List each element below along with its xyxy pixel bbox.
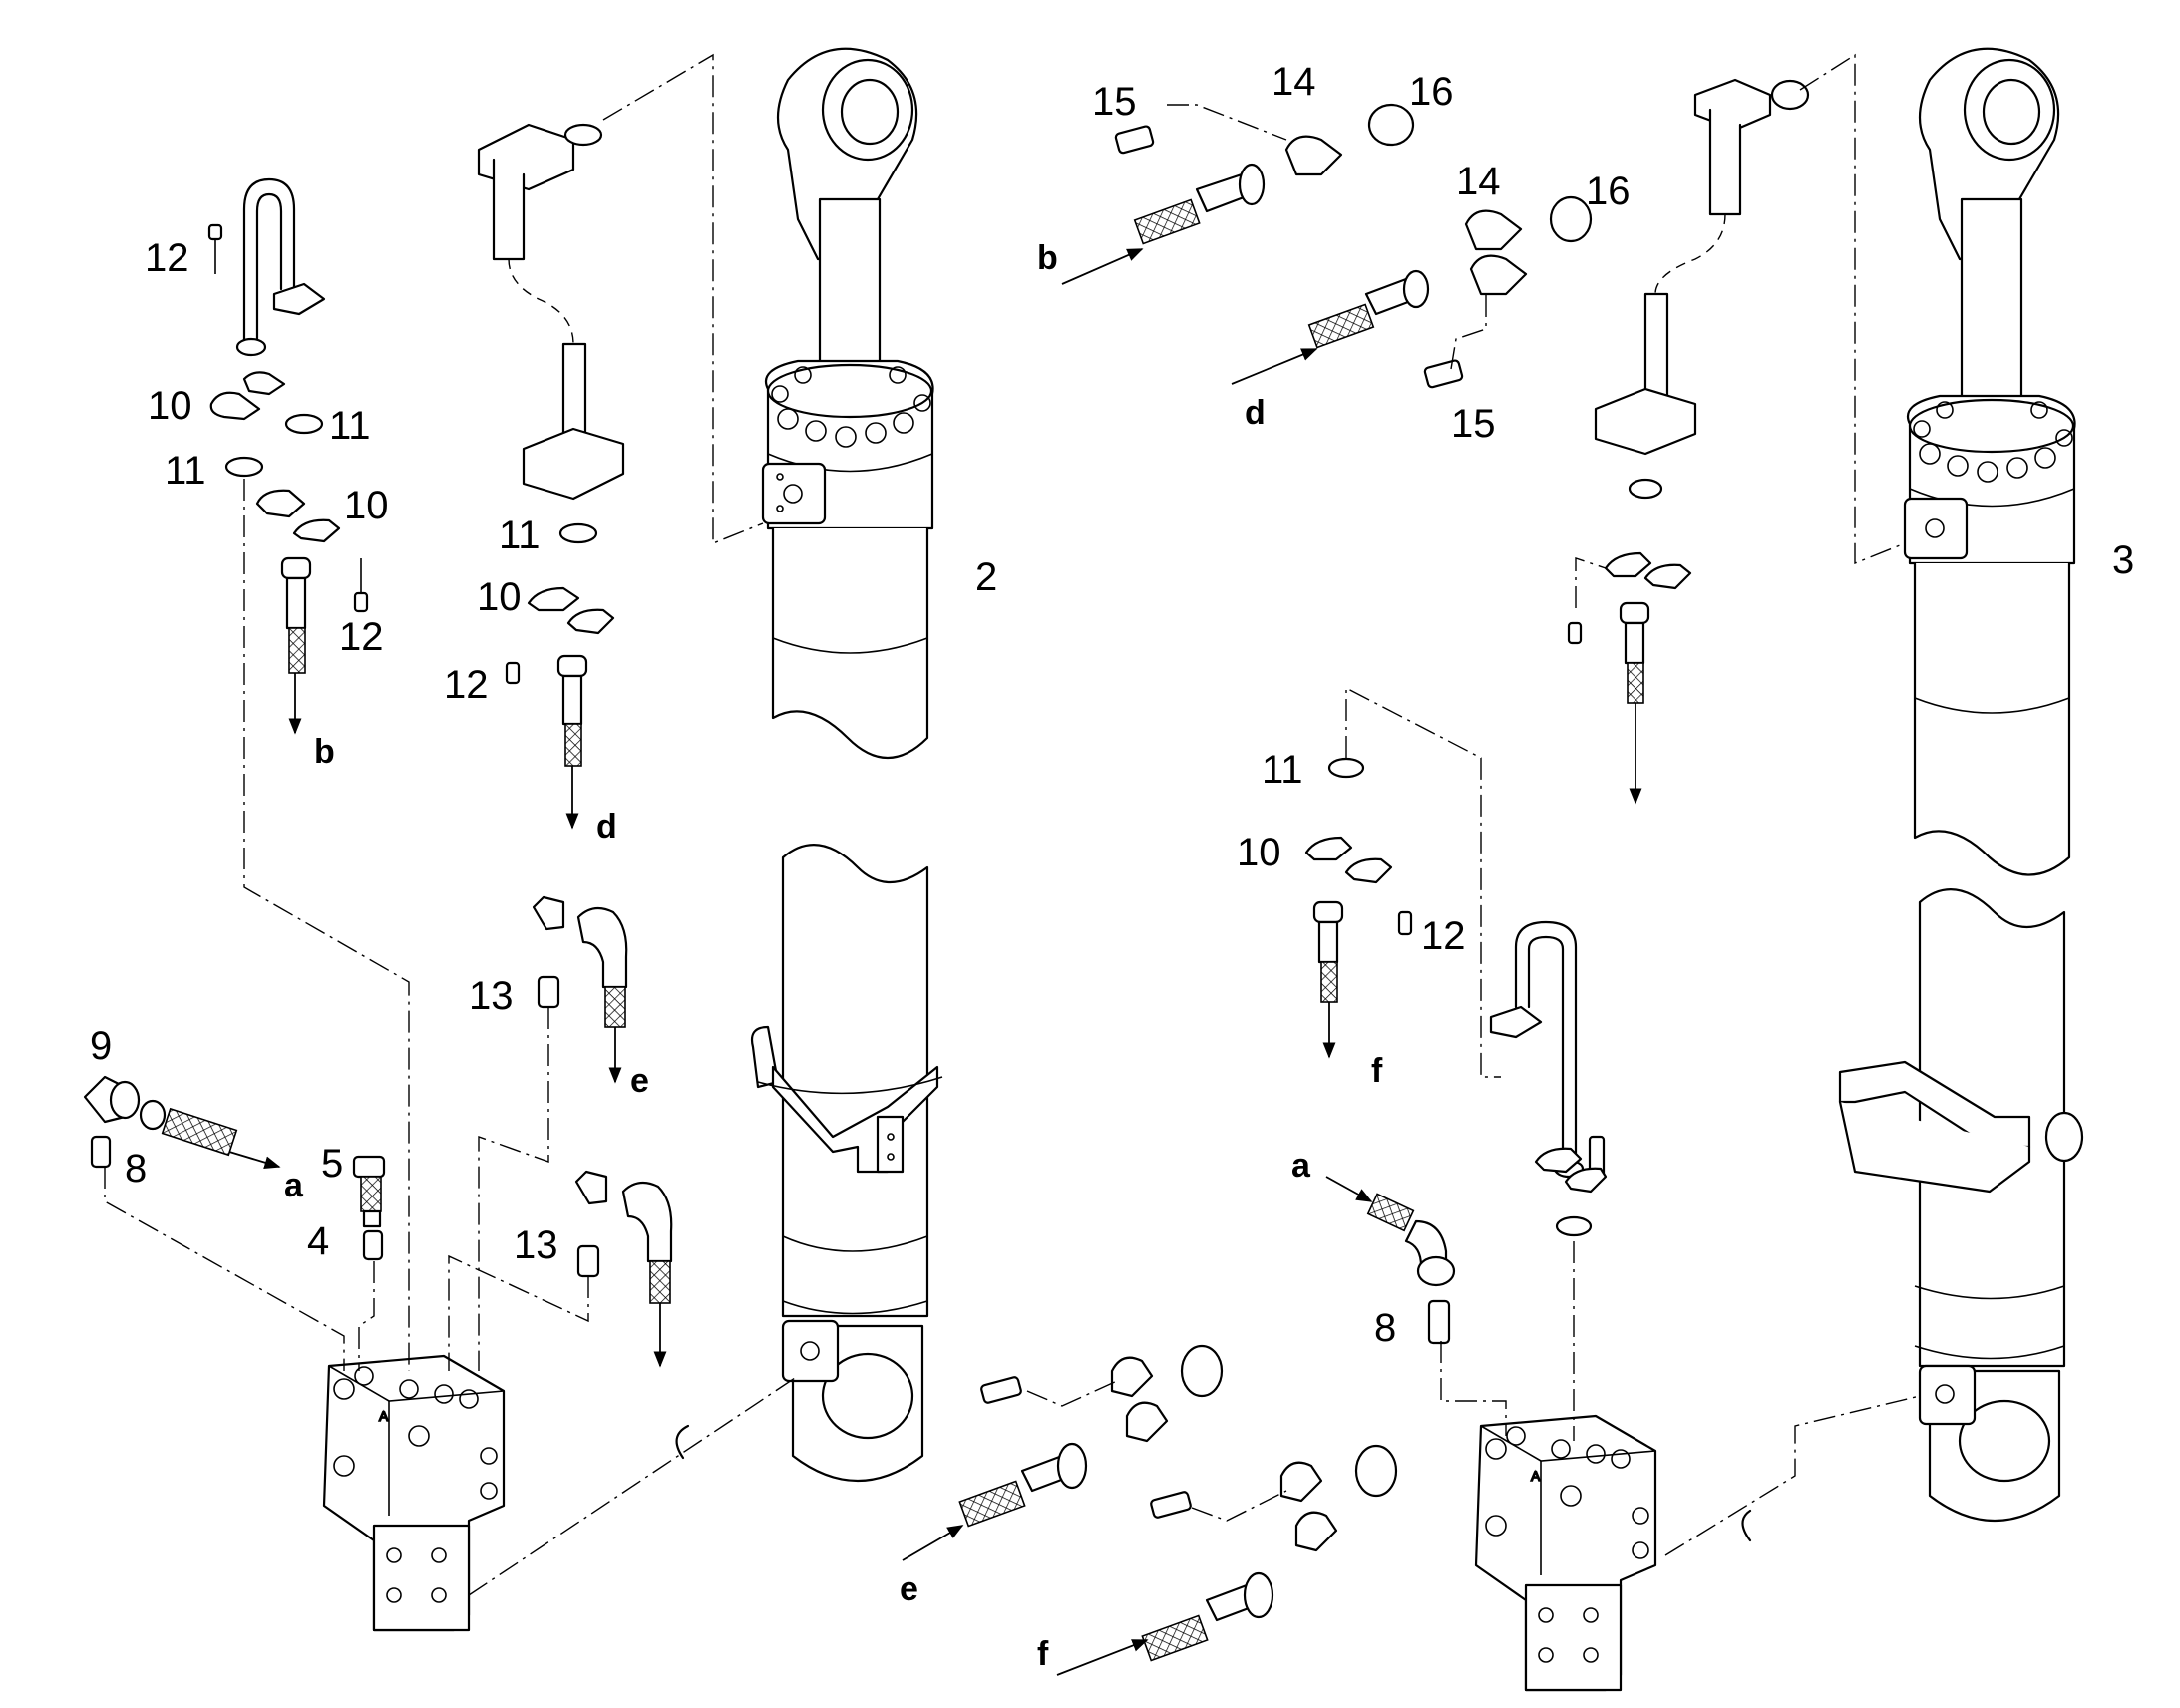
callout-11-a: 11 <box>329 404 371 448</box>
adapter-4 <box>362 1229 384 1261</box>
hose-fitting-right-upper <box>1619 601 1650 704</box>
cylinder-3 <box>1838 47 2084 1522</box>
callout-labels: 2 3 12 10 11 11 10 12 11 10 12 13 13 9 8… <box>90 60 2134 1350</box>
valve-5 <box>352 1155 386 1228</box>
hose-fitting-b-left <box>280 556 312 674</box>
connection-f-right: f <box>1371 1052 1383 1090</box>
valve-block-mark-left: A <box>379 1408 389 1424</box>
callout-14-a: 14 <box>1272 60 1316 104</box>
elbow-13-lower <box>574 1170 673 1304</box>
flange-16-lower <box>1464 195 1593 296</box>
screw-15-upper <box>1114 125 1155 155</box>
hose-fitting-d-right <box>1307 269 1430 349</box>
clamp-10-right <box>1304 836 1393 884</box>
clamp-right-lower <box>1534 1147 1608 1194</box>
oring-center-top <box>563 123 603 147</box>
valve-block-mark-right: A <box>1531 1468 1541 1484</box>
leader-lines <box>104 53 1921 1596</box>
oring-right-top <box>1770 79 1810 111</box>
callout-2: 2 <box>975 555 997 599</box>
callout-14-b: 14 <box>1456 160 1501 203</box>
pipe-bend-upper-left <box>235 177 326 357</box>
screw-12-right <box>1397 910 1413 936</box>
clamp-10-center <box>527 586 615 635</box>
callout-12-d: 12 <box>1421 914 1466 958</box>
snap-ring-right <box>1741 1509 1752 1542</box>
connection-f-bottom: f <box>1037 1635 1049 1673</box>
screw-12-left <box>353 558 369 613</box>
callout-8-b: 8 <box>1374 1306 1396 1350</box>
hose-fitting-b-right <box>1133 163 1266 245</box>
hose-fitting-d-center <box>556 654 588 767</box>
connection-e-left: e <box>630 1062 649 1100</box>
connection-d-left: d <box>596 808 617 846</box>
hose-9-assembly <box>83 1075 238 1157</box>
oring-11-center <box>558 522 598 544</box>
oring-11-left <box>224 456 264 478</box>
snap-ring-left <box>675 1424 690 1460</box>
adapter-8-right <box>1427 1299 1451 1345</box>
clamp-10-left <box>255 489 341 543</box>
hose-fitting-f <box>1312 900 1344 1003</box>
oring-right-lower <box>1555 1215 1593 1237</box>
callout-10-d: 10 <box>1237 831 1281 874</box>
flange-16-upper <box>1284 103 1415 176</box>
connection-b-right: b <box>1037 239 1058 277</box>
clamp-10-upper-left <box>209 371 286 421</box>
callout-13-b: 13 <box>514 1223 558 1267</box>
callout-10-c: 10 <box>477 575 522 619</box>
clamp-set-e <box>980 1344 1224 1443</box>
callout-8-a: 8 <box>125 1147 147 1191</box>
callout-11-b: 11 <box>165 449 206 493</box>
connection-e-bottom: e <box>900 1570 918 1608</box>
pipe-flange-center <box>477 123 625 501</box>
valve-block-left: A <box>322 1354 506 1632</box>
clamp-set-f <box>1150 1444 1398 1552</box>
screw-right-upper <box>1567 621 1583 645</box>
pipe-bend-right <box>1489 920 1585 1179</box>
callout-4: 4 <box>307 1219 329 1263</box>
clamp-right-upper <box>1604 551 1692 590</box>
callout-3: 3 <box>2112 538 2134 582</box>
connection-a-left: a <box>284 1167 304 1204</box>
callout-12-a: 12 <box>145 236 189 280</box>
callout-16-a: 16 <box>1409 70 1454 114</box>
connection-letters: b d e a b d f a e f <box>284 239 1383 1673</box>
callout-11-c: 11 <box>499 513 541 557</box>
oring-11-right <box>1327 757 1365 779</box>
connection-d-right: d <box>1245 394 1266 432</box>
callout-10-a: 10 <box>148 384 192 428</box>
screw-12-center <box>505 661 521 685</box>
flow-arrows <box>228 248 1642 1676</box>
connection-b-left: b <box>314 733 335 771</box>
hose-fitting-f-lower <box>1141 1571 1274 1662</box>
callout-11-d: 11 <box>1262 748 1303 792</box>
hose-fitting-e <box>958 1442 1088 1528</box>
screw-15-lower <box>1423 359 1464 389</box>
oring-right-flange <box>1628 478 1663 500</box>
callout-12-b: 12 <box>339 615 384 659</box>
valve-block-right: A <box>1474 1414 1657 1692</box>
adapter-8-left <box>90 1135 112 1169</box>
pipe-flange-right <box>1594 78 1772 456</box>
callout-9: 9 <box>90 1024 112 1068</box>
elbow-13-upper <box>532 895 628 1028</box>
screw-12-upper-left <box>207 223 223 274</box>
callout-10-b: 10 <box>344 484 389 527</box>
callout-13-a: 13 <box>469 974 514 1018</box>
callout-16-b: 16 <box>1586 170 1631 213</box>
cylinder-2 <box>750 47 943 1482</box>
callout-12-c: 12 <box>444 663 489 707</box>
hose-a-right <box>1366 1193 1456 1287</box>
callout-15-b: 15 <box>1451 402 1496 446</box>
callout-5: 5 <box>321 1142 343 1186</box>
callout-15-a: 15 <box>1092 80 1137 124</box>
oring-11-upper-left <box>284 413 324 435</box>
connection-a-right: a <box>1291 1147 1311 1185</box>
